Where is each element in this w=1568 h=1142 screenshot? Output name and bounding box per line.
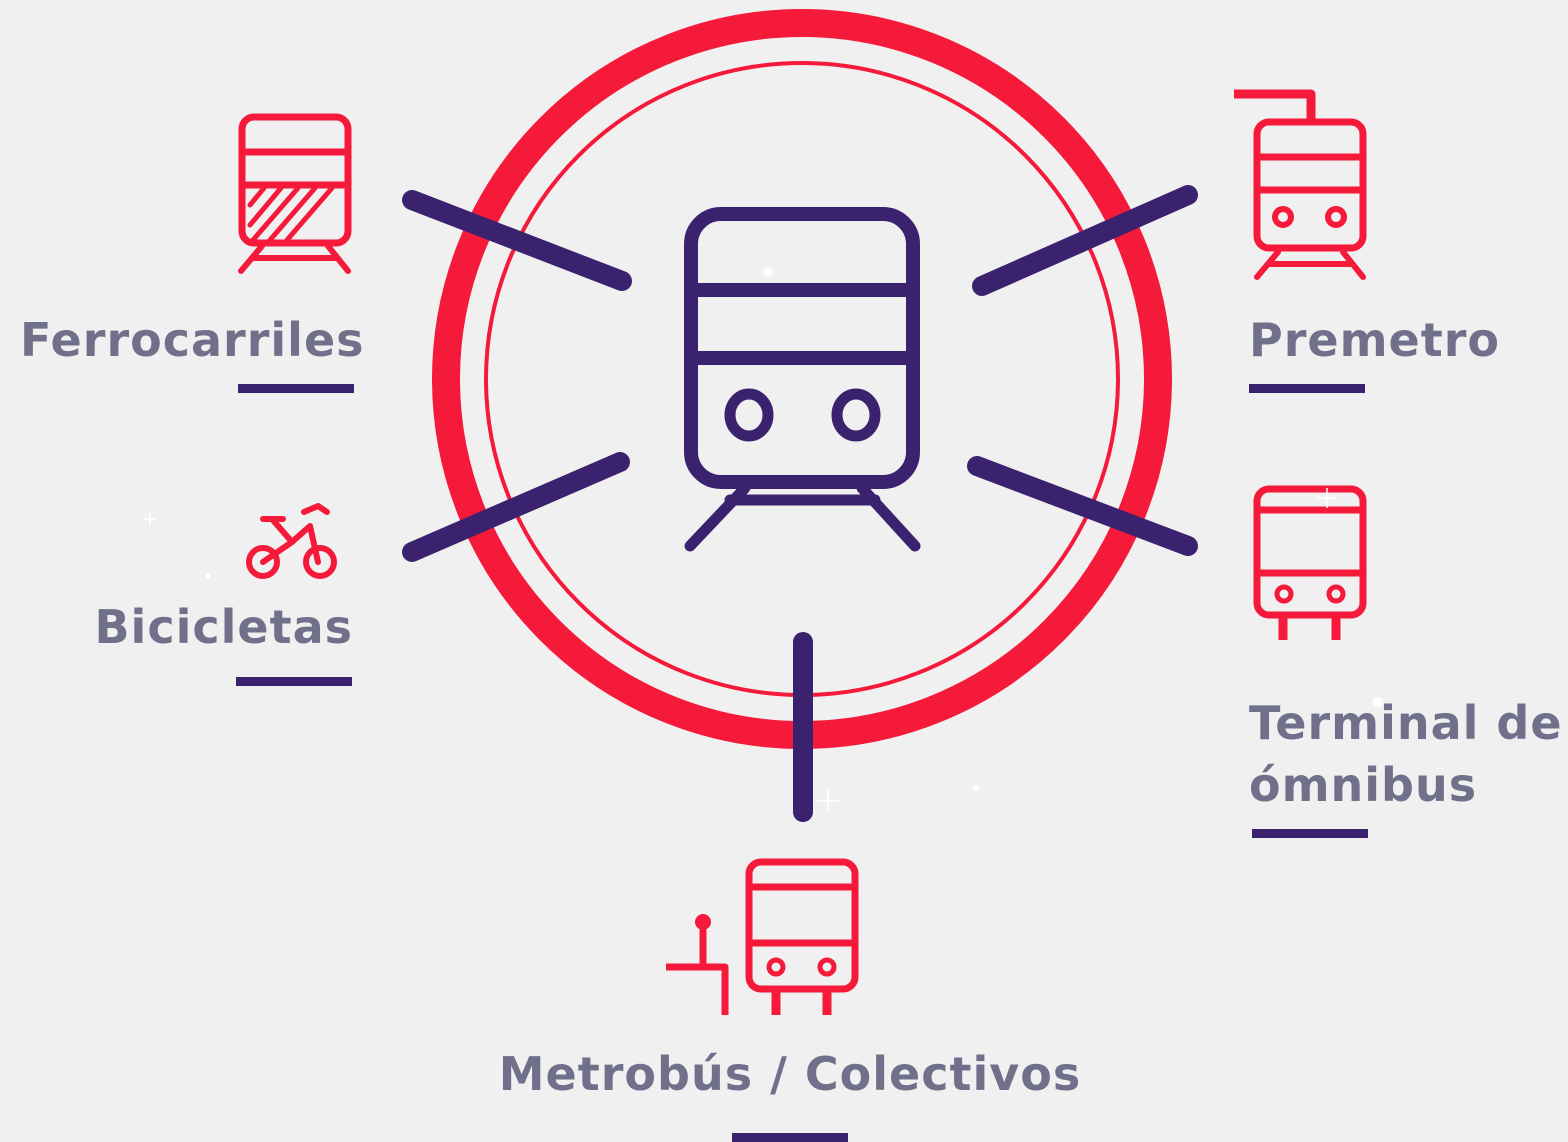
bicycle-icon	[246, 503, 337, 579]
terminal-label-line-2: ómnibus	[1249, 758, 1478, 812]
tram-icon	[1234, 89, 1367, 280]
spoke-bicicletas	[402, 452, 630, 562]
terminal-label-line-1: Terminal de	[1249, 696, 1563, 750]
metrobus-label: Metrobús / Colectivos	[498, 1047, 1082, 1101]
ferrocarriles-label: Ferrocarriles	[20, 313, 365, 367]
premetro-label: Premetro	[1249, 313, 1501, 367]
hub-rings	[432, 9, 1172, 749]
bus-stop-icon	[666, 858, 859, 1015]
spoke-terminal	[967, 456, 1198, 556]
bicicletas-label: Bicicletas	[94, 600, 353, 654]
decorative-sparkles	[143, 267, 1383, 812]
ferrocarriles-underline	[238, 384, 354, 393]
terminal-underline	[1252, 829, 1368, 838]
bus-icon	[1253, 485, 1367, 640]
connector-spokes	[402, 185, 1198, 822]
train-icon	[238, 113, 352, 274]
metro-train-icon	[684, 207, 921, 552]
premetro-underline	[1249, 384, 1365, 393]
metrobus-underline	[732, 1133, 848, 1142]
spoke-ferrocarriles	[402, 190, 632, 291]
bicicletas-underline	[236, 677, 352, 686]
spoke-premetro	[972, 185, 1198, 296]
